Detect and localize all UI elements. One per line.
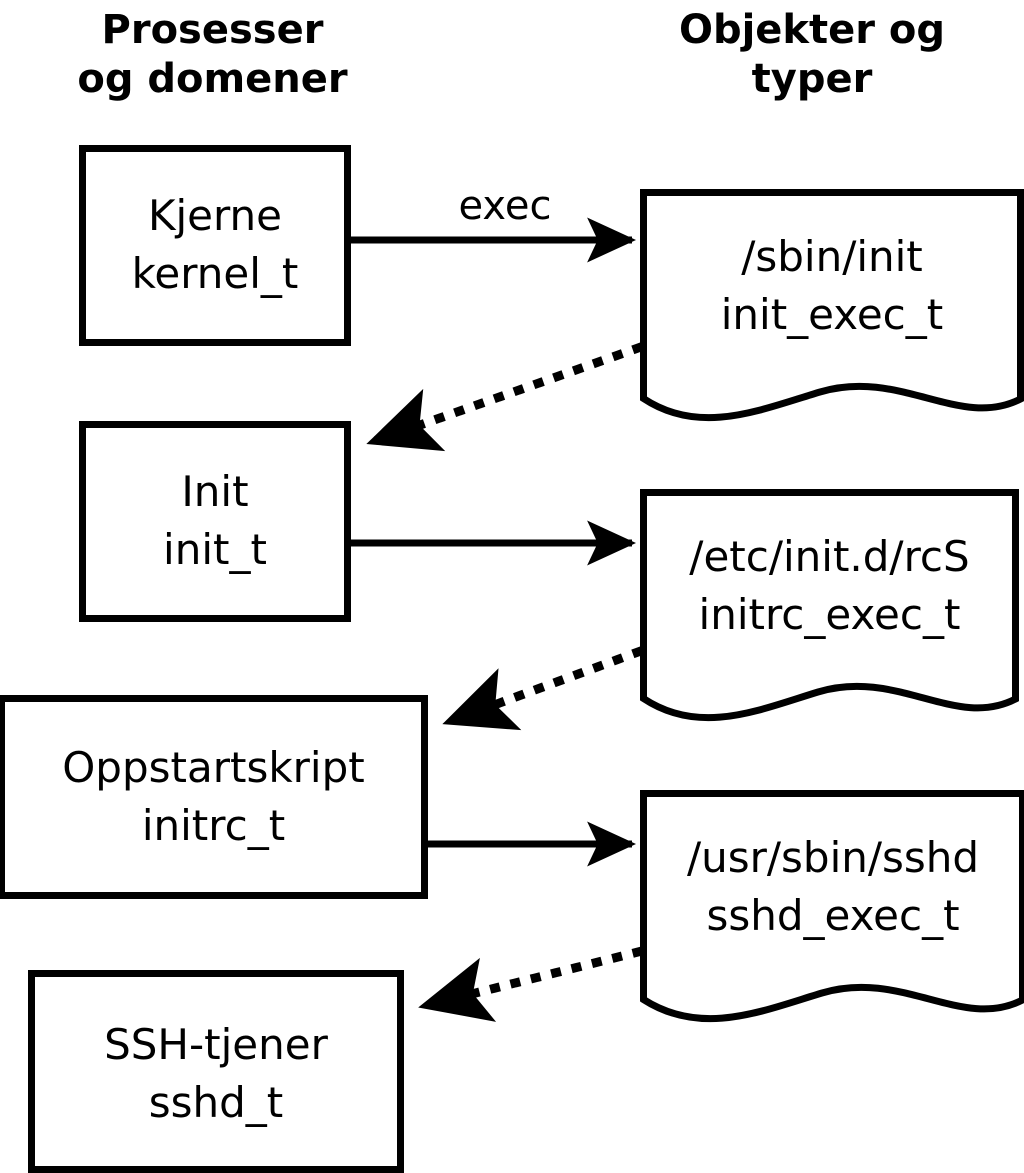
edge-label-exec: exec (458, 183, 552, 229)
edge-sbin-init-transition-init[interactable] (366, 342, 644, 452)
column-header-objects: Objekter og typer (678, 7, 946, 102)
object-doc-usr-sshd[interactable] (640, 790, 1024, 1023)
process-box-initrc[interactable] (0, 695, 428, 899)
process-box-init[interactable] (79, 421, 351, 622)
object-doc-etc-rcs[interactable] (640, 489, 1019, 722)
edge-usr-sshd-transition-sshd[interactable] (418, 946, 644, 1022)
process-box-kernel[interactable] (79, 145, 351, 346)
edge-etc-rcs-transition-initrc[interactable] (442, 646, 644, 731)
column-header-processes: Prosesser og domener (77, 7, 348, 102)
object-doc-sbin-init[interactable] (640, 189, 1024, 422)
process-box-sshd[interactable] (28, 970, 404, 1173)
